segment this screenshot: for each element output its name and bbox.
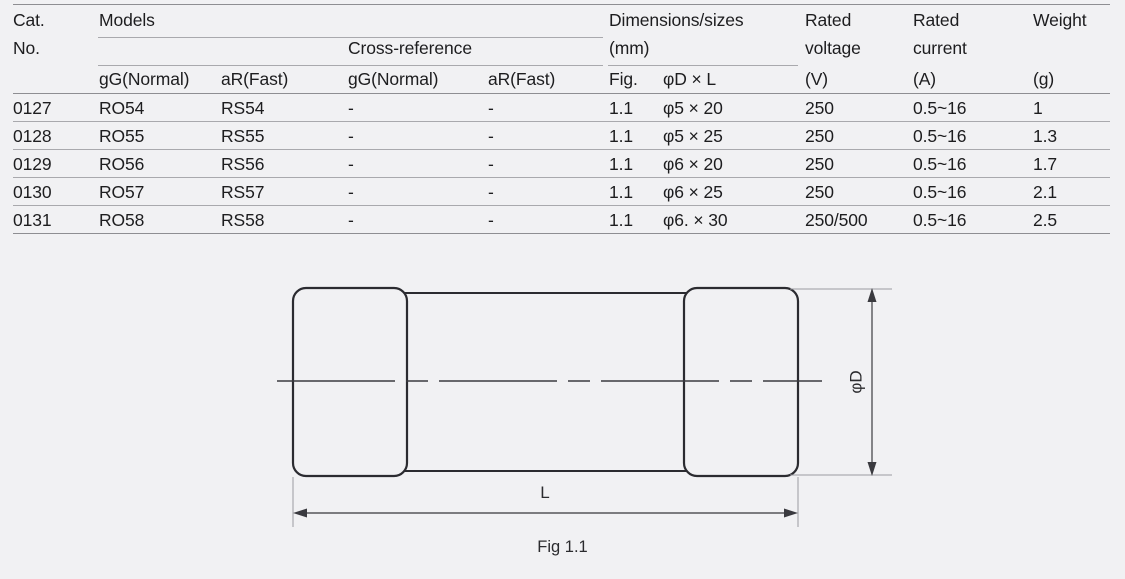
header-fig: Fig. <box>609 69 638 89</box>
header-diameter-length: φD × L <box>663 69 717 89</box>
table-row: RS54 <box>221 98 265 118</box>
table-row: RS55 <box>221 126 265 146</box>
table-rule-header-bottom <box>13 93 1110 94</box>
header-cat-no-line1: Cat. <box>13 10 45 30</box>
header-rated-voltage-unit: (V) <box>805 69 829 89</box>
figure-caption: Fig 1.1 <box>537 538 588 556</box>
table-row: - <box>488 154 494 174</box>
table-rule-row-3 <box>13 177 1110 178</box>
table-row: RS58 <box>221 210 265 230</box>
table-row: RO58 <box>99 210 145 230</box>
table-row: 0127 <box>13 98 52 118</box>
table-row: φ5 × 25 <box>663 126 723 146</box>
table-row: - <box>348 154 354 174</box>
fuse-technical-drawing: φD L <box>0 255 1125 545</box>
table-row: - <box>488 98 494 118</box>
header-xref-ar: aR(Fast) <box>488 69 556 89</box>
table-row: 250 <box>805 126 834 146</box>
length-dimension-arrow <box>293 508 798 518</box>
fuse-right-end-cap <box>682 286 800 478</box>
fuse-left-end-cap <box>291 286 409 478</box>
header-rated-current-unit: (A) <box>913 69 937 89</box>
table-row: RO56 <box>99 154 145 174</box>
table-row: RS56 <box>221 154 265 174</box>
table-row: - <box>488 210 494 230</box>
header-models: Models <box>99 10 155 30</box>
table-row: RO54 <box>99 98 145 118</box>
header-models-gg: gG(Normal) <box>99 69 190 89</box>
table-row: 250 <box>805 182 834 202</box>
table-row: 0.5~16 <box>913 182 967 202</box>
table-row: - <box>488 182 494 202</box>
table-row: 0131 <box>13 210 52 230</box>
specification-table: Cat. No. Models Cross-reference gG(Norma… <box>13 4 1110 240</box>
table-rule-top <box>13 4 1110 5</box>
table-rule-dimensions <box>608 65 798 66</box>
header-weight: Weight <box>1033 10 1087 30</box>
table-rule-row-4 <box>13 205 1110 206</box>
table-row: 250 <box>805 154 834 174</box>
table-row: - <box>348 98 354 118</box>
table-row: φ5 × 20 <box>663 98 723 118</box>
table-row: 0.5~16 <box>913 210 967 230</box>
table-row: RS57 <box>221 182 265 202</box>
table-row: RO57 <box>99 182 145 202</box>
table-rule-subheader <box>98 65 603 66</box>
diameter-dimension-arrow <box>867 288 877 476</box>
table-row: 0130 <box>13 182 52 202</box>
table-row: 2.1 <box>1033 182 1058 202</box>
table-row: 1.1 <box>609 210 634 230</box>
table-row: φ6 × 25 <box>663 182 723 202</box>
table-row: 250/500 <box>805 210 868 230</box>
table-row: 0.5~16 <box>913 98 967 118</box>
fuse-body-tube <box>400 292 692 472</box>
header-cat-no-line2: No. <box>13 38 40 58</box>
table-row: 0.5~16 <box>913 154 967 174</box>
table-row: - <box>488 126 494 146</box>
table-row: 1.1 <box>609 182 634 202</box>
table-row: φ6 × 20 <box>663 154 723 174</box>
table-row: 1.7 <box>1033 154 1058 174</box>
table-row: 1.3 <box>1033 126 1058 146</box>
header-models-ar: aR(Fast) <box>221 69 289 89</box>
header-cross-reference: Cross-reference <box>348 38 472 58</box>
header-weight-unit: (g) <box>1033 69 1055 89</box>
table-row: 250 <box>805 98 834 118</box>
header-rated-voltage-line2: voltage <box>805 38 861 58</box>
table-rule-bottom <box>13 233 1110 234</box>
table-row: 1.1 <box>609 126 634 146</box>
table-row: 0128 <box>13 126 52 146</box>
table-row: 0129 <box>13 154 52 174</box>
header-rated-voltage-line1: Rated <box>805 10 852 30</box>
table-row: - <box>348 126 354 146</box>
table-rule-models-span <box>98 37 603 38</box>
table-row: 2.5 <box>1033 210 1058 230</box>
table-row: 1.1 <box>609 154 634 174</box>
table-rule-row-1 <box>13 121 1110 122</box>
table-row: - <box>348 210 354 230</box>
length-label: L <box>540 483 549 502</box>
header-rated-current-line2: current <box>913 38 967 58</box>
header-xref-gg: gG(Normal) <box>348 69 439 89</box>
table-row: φ6. × 30 <box>663 210 728 230</box>
table-row: - <box>348 182 354 202</box>
table-rule-row-2 <box>13 149 1110 150</box>
header-rated-current-line1: Rated <box>913 10 960 30</box>
header-dimensions-line2: (mm) <box>609 38 650 58</box>
table-row: RO55 <box>99 126 145 146</box>
header-dimensions-line1: Dimensions/sizes <box>609 10 744 30</box>
table-row: 1 <box>1033 98 1043 118</box>
table-row: 0.5~16 <box>913 126 967 146</box>
table-row: 1.1 <box>609 98 634 118</box>
diameter-label: φD <box>846 370 865 393</box>
